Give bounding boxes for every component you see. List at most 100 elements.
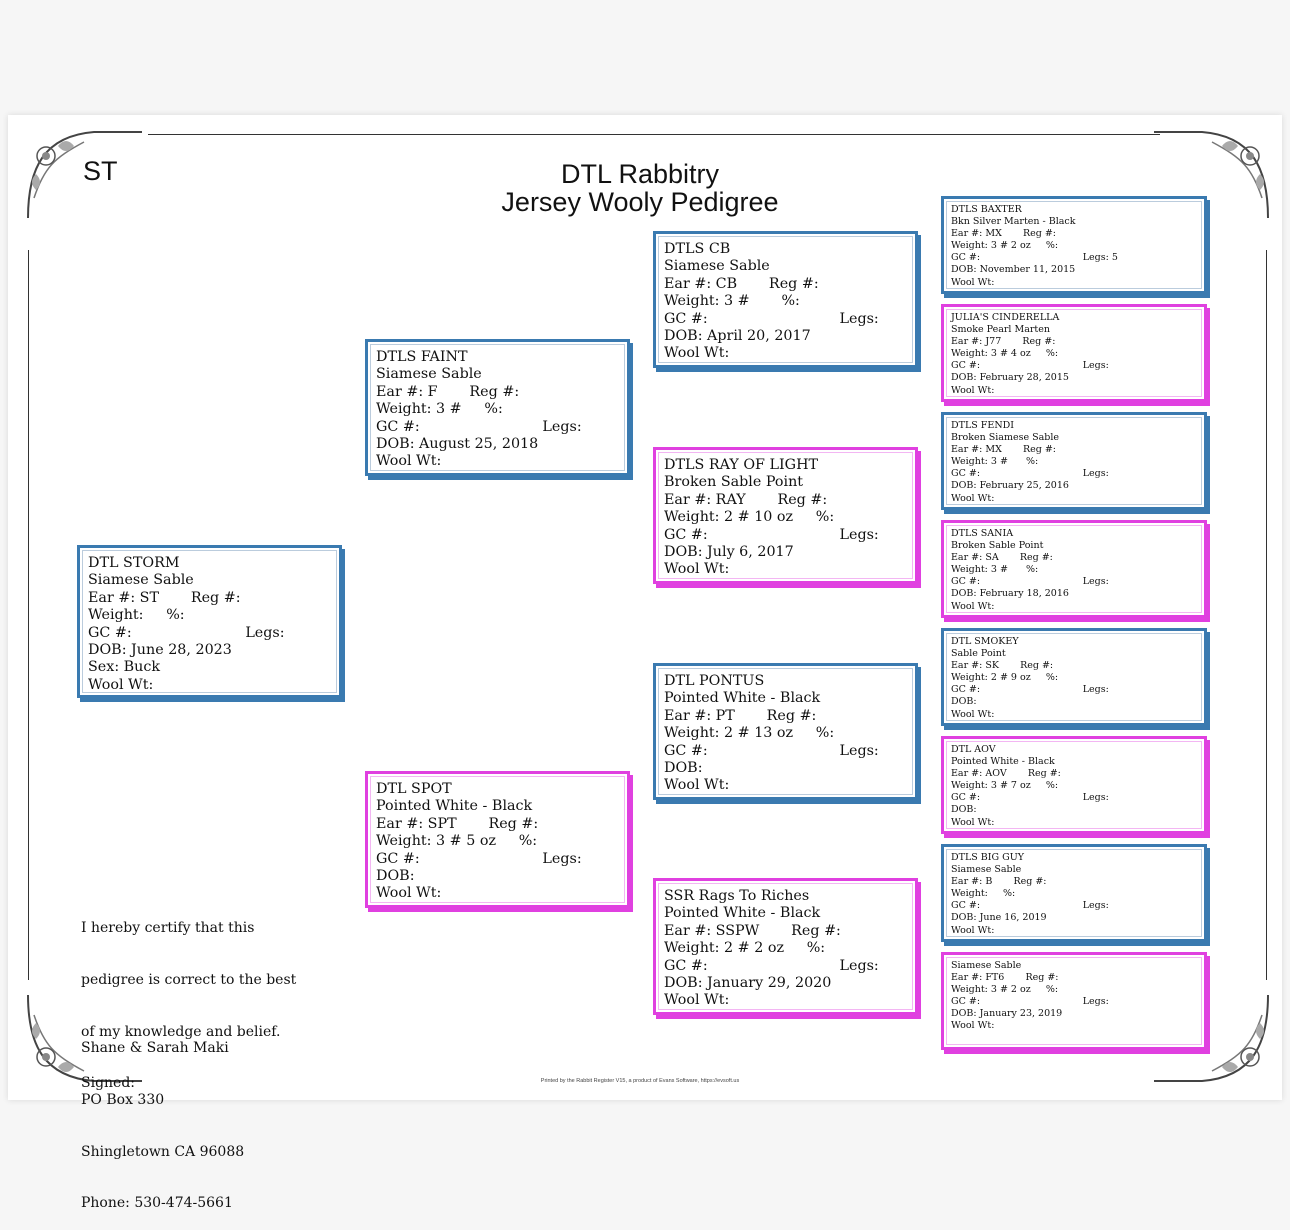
signed-label: Signed:	[81, 1075, 136, 1092]
animal-detail-line: GC #: Legs:	[951, 792, 1109, 804]
animal-detail-line: Wool Wt:	[664, 561, 730, 578]
animal-detail-line: Ear #: SK Reg #:	[951, 660, 1054, 672]
animal-detail-line: Wool Wt:	[951, 924, 995, 936]
animal-detail-line: Weight: 3 # 5 oz %:	[376, 833, 538, 850]
animal-detail-line: Wool Wt:	[376, 885, 442, 902]
animal-detail-line: Pointed White - Black	[376, 798, 533, 815]
animal-name: DTL PONTUS	[664, 673, 765, 689]
animal-detail-line: Ear #: AOV Reg #:	[951, 768, 1061, 780]
animal-detail-line: Weight: %:	[88, 607, 185, 624]
animal-name: DTLS FENDI	[951, 420, 1014, 431]
top-border-rule	[148, 134, 1160, 135]
animal-detail-line: DOB: January 29, 2020	[664, 975, 832, 992]
animal-detail-line: Ear #: SA Reg #:	[951, 552, 1053, 564]
animal-detail-line: Ear #: ST Reg #:	[88, 589, 241, 606]
animal-detail-line: DOB:	[376, 868, 415, 885]
animal-name: DTL STORM	[88, 555, 180, 571]
animal-name: DTL SPOT	[376, 781, 452, 797]
right-border-rule	[1266, 250, 1267, 980]
animal-detail-line: DOB:	[951, 696, 977, 708]
ear-code-label: ST	[83, 156, 118, 186]
animal-detail-line: Wool Wt:	[951, 276, 995, 288]
animal-detail-line: Weight: 3 # %:	[664, 293, 800, 310]
animal-detail-line: Ear #: FT6 Reg #:	[951, 972, 1059, 984]
animal-detail-line: GC #: Legs:	[951, 996, 1109, 1008]
animal-detail-line: DOB: February 28, 2015	[951, 372, 1069, 384]
animal-detail-line: DOB: February 18, 2016	[951, 588, 1069, 600]
animal-detail-line: DOB: November 11, 2015	[951, 264, 1076, 276]
animal-detail-line: Wool Wt:	[951, 384, 995, 396]
certification-line: of my knowledge and belief.	[81, 1023, 281, 1040]
animal-detail-line: Weight: 3 # 2 oz %:	[951, 240, 1059, 252]
animal-detail-line: Weight: 3 # %:	[951, 456, 1039, 468]
animal-detail-line: Ear #: SPT Reg #:	[376, 815, 539, 832]
animal-detail-line: Wool Wt:	[951, 708, 995, 720]
animal-detail-line: DOB: April 20, 2017	[664, 328, 811, 345]
animal-name: DTLS BIG GUY	[951, 852, 1024, 863]
certification-line: I hereby certify that this	[81, 920, 255, 937]
animal-detail-line: Ear #: J77 Reg #:	[951, 336, 1056, 348]
animal-detail-line: GC #: Legs:	[951, 576, 1109, 588]
rabbitry-title: DTL Rabbitry	[560, 159, 720, 189]
animal-detail-line: Wool Wt:	[664, 345, 730, 362]
animal-detail-line: Ear #: RAY Reg #:	[664, 491, 828, 508]
animal-detail-line: Pointed White - Black	[664, 905, 821, 922]
owner-phone: Phone: 530-474-5661	[81, 1195, 233, 1212]
animal-detail-line: Sex: Buck	[88, 659, 161, 676]
certification-statement: I hereby certify that this pedigree is c…	[81, 886, 296, 1110]
animal-detail-line: Weight: 3 # 2 oz %:	[951, 984, 1059, 996]
animal-detail-line: GC #: Legs:	[88, 624, 285, 641]
animal-name: JULIA'S CINDERELLA	[951, 312, 1060, 323]
animal-detail-line: Siamese Sable	[376, 366, 482, 383]
animal-detail-line: Weight: 2 # 13 oz %:	[664, 725, 835, 742]
animal-detail-line: Weight: 2 # 10 oz %:	[664, 509, 835, 526]
owner-po-box: PO Box 330	[81, 1092, 165, 1109]
animal-name: Siamese Sable	[951, 960, 1022, 971]
animal-detail-line: Siamese Sable	[88, 572, 194, 589]
animal-detail-line: Smoke Pearl Marten	[951, 324, 1050, 336]
software-footer: Printed by the Rabbit Register V15, a pr…	[540, 1078, 740, 1084]
animal-detail-line: Sable Point	[951, 648, 1006, 660]
animal-detail-line: Siamese Sable	[664, 258, 770, 275]
animal-detail-line: Ear #: MX Reg #:	[951, 444, 1057, 456]
animal-name: DTL SMOKEY	[951, 636, 1019, 647]
corner-ornament-top-right	[1152, 128, 1272, 223]
animal-name: DTLS CB	[664, 241, 731, 257]
animal-detail-line: Bkn Silver Marten - Black	[951, 216, 1076, 228]
left-border-rule	[28, 250, 29, 980]
pedigree-title: Jersey Wooly Pedigree	[501, 187, 779, 217]
animal-detail-line: Ear #: MX Reg #:	[951, 228, 1057, 240]
animal-name: DTLS FAINT	[376, 349, 468, 365]
owner-name: Shane & Sarah Maki	[81, 1040, 229, 1057]
animal-detail-line: DOB: January 23, 2019	[951, 1008, 1063, 1020]
animal-name: DTL AOV	[951, 744, 996, 755]
animal-detail-line: GC #: Legs: 5	[951, 252, 1118, 264]
animal-detail-line: Wool Wt:	[664, 777, 730, 794]
animal-detail-line: DOB: June 16, 2019	[951, 912, 1047, 924]
animal-name: SSR Rags To Riches	[664, 888, 810, 904]
animal-detail-line: DOB: February 25, 2016	[951, 480, 1069, 492]
animal-detail-line: Weight: 2 # 9 oz %:	[951, 672, 1059, 684]
owner-city: Shingletown CA 96088	[81, 1143, 245, 1160]
animal-detail-line: Broken Sable Point	[664, 474, 804, 491]
animal-detail-line: Broken Siamese Sable	[951, 432, 1060, 444]
animal-name: DTLS SANIA	[951, 528, 1014, 539]
animal-detail-line: Wool Wt:	[88, 676, 154, 693]
animal-detail-line: GC #: Legs:	[376, 418, 582, 435]
animal-detail-line: Ear #: PT Reg #:	[664, 707, 817, 724]
